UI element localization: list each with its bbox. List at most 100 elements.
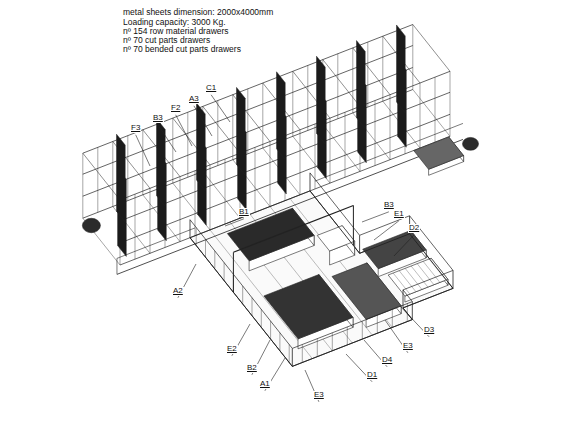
spec-note: nº 154 row material drawers: [122, 27, 230, 36]
frame-line: [292, 302, 412, 349]
frame-line: [405, 268, 422, 289]
leader-line: [362, 212, 389, 222]
frame-line: [150, 188, 151, 253]
callout-number: D3: [423, 326, 435, 335]
frame-line: [393, 273, 410, 294]
frame-line: [292, 71, 293, 136]
frame-line: [392, 309, 393, 327]
frame-line: [367, 42, 368, 107]
frame-line: [403, 288, 453, 308]
spec-note: nº 70 cut parts drawers: [122, 36, 211, 45]
frame-line: [359, 235, 360, 253]
frame-line: [450, 71, 451, 136]
frame-line: [330, 118, 331, 183]
frame-line: [262, 83, 263, 148]
frame-face: [117, 134, 126, 222]
frame-line: [310, 173, 311, 191]
callout-number: A3: [188, 95, 200, 104]
callout-number: C1: [205, 84, 217, 93]
frame-line: [180, 177, 181, 242]
frame-line: [382, 36, 383, 101]
frame-line: [323, 125, 360, 172]
frame-line: [353, 206, 354, 246]
frame-line: [403, 270, 453, 290]
frame-line: [315, 124, 316, 189]
frame-line: [403, 290, 412, 302]
leader-line: [194, 106, 212, 136]
frame-line: [203, 171, 240, 218]
leader-line: [158, 125, 176, 152]
frame-line: [190, 220, 292, 349]
frame-line: [187, 112, 188, 177]
callout-number: B1: [238, 208, 250, 217]
frame-line: [289, 345, 290, 363]
frame-line: [292, 348, 293, 366]
frame-face: [363, 230, 427, 268]
frame-line: [116, 258, 117, 274]
callout-number: E2: [226, 345, 238, 354]
callout-number: D4: [381, 356, 393, 365]
frame-line: [190, 238, 292, 367]
frame-line: [420, 83, 421, 148]
leader-lines: [136, 95, 429, 402]
frame-line: [279, 333, 280, 351]
frame-line: [233, 206, 353, 253]
frame-line: [261, 309, 262, 327]
frame-face: [157, 119, 166, 207]
callout-number: F2: [170, 104, 181, 113]
callout-number: B3: [383, 201, 395, 210]
frame-line: [117, 228, 195, 258]
frame-face: [357, 41, 366, 129]
frame-line: [412, 25, 413, 90]
frame-line: [310, 191, 360, 253]
frame-line: [423, 261, 440, 282]
frame-line: [210, 165, 211, 230]
frame-face: [317, 226, 354, 251]
frame-line: [315, 123, 463, 181]
frame-line: [413, 25, 450, 72]
frame-line: [399, 271, 416, 292]
leader-line: [225, 219, 244, 226]
callout-number: D1: [366, 371, 378, 380]
callout-number: B3: [152, 114, 164, 123]
frame-line: [360, 234, 410, 254]
frame-line: [300, 130, 301, 195]
frame-line: [217, 101, 218, 166]
frame-face: [190, 191, 453, 367]
frame-line: [82, 153, 83, 218]
callout-number: F3: [130, 124, 141, 133]
callout-number: E3: [402, 342, 414, 351]
frame-line: [172, 118, 173, 183]
spec-note: nº 70 bended cut parts drawers: [122, 45, 242, 54]
frame-line: [323, 60, 360, 107]
frame-line: [375, 101, 376, 166]
plant-drawing: [82, 25, 478, 367]
leader-line: [374, 221, 399, 240]
frame-face: [397, 25, 406, 113]
frame-line: [412, 302, 413, 320]
frame-line: [233, 252, 234, 292]
frame-line: [142, 130, 143, 195]
frame-face: [388, 258, 448, 296]
frame-face: [227, 208, 314, 261]
frame-line: [417, 264, 434, 285]
frame-line: [135, 194, 136, 259]
frame-line: [83, 218, 120, 265]
frame-line: [377, 315, 378, 333]
frame-line: [413, 90, 450, 137]
frame-line: [224, 263, 225, 281]
frame-line: [270, 142, 271, 207]
leader-line: [211, 95, 230, 122]
frame-line: [232, 95, 233, 160]
frame-line: [453, 270, 454, 288]
robot-unit: [82, 218, 100, 232]
callout-number: A2: [172, 287, 184, 296]
frame-line: [352, 48, 353, 113]
frame-line: [252, 298, 253, 316]
frame-line: [97, 147, 98, 212]
frame-line: [117, 139, 463, 274]
frame-line: [127, 136, 128, 201]
frame-line: [255, 147, 256, 212]
